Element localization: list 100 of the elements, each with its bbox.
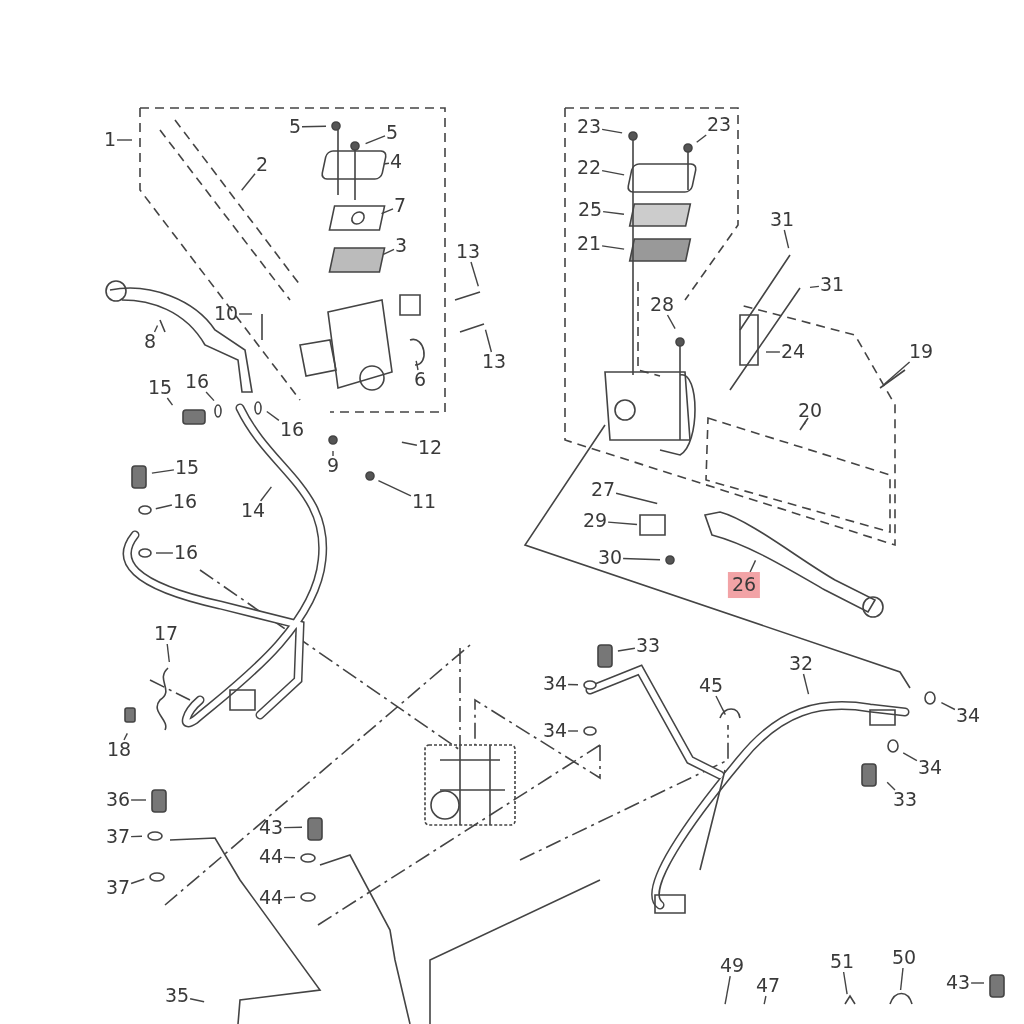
callout-number: 31 (818, 275, 846, 295)
callout-number: 16 (183, 372, 211, 392)
callout-number: 24 (779, 342, 807, 362)
callout-number: 11 (410, 492, 438, 512)
leader-line (123, 732, 128, 741)
leader-line (666, 314, 676, 330)
callout-number: 27 (589, 480, 617, 500)
leader-line (622, 557, 661, 561)
leader-line (166, 643, 170, 663)
leader-line (364, 135, 386, 145)
callout-number: 3 (393, 236, 409, 256)
callout-number: 34 (541, 674, 569, 694)
leader-line (617, 647, 636, 652)
callout-number: 9 (325, 456, 341, 476)
callout-number: 50 (890, 948, 918, 968)
leader-line (567, 683, 579, 686)
callout-number: 15 (173, 458, 201, 478)
callout-number: 23 (705, 115, 733, 135)
leader-line (607, 521, 638, 526)
callout-number: 13 (454, 242, 482, 262)
leader-line (259, 486, 273, 502)
callout-number: 43 (944, 973, 972, 993)
callout-number: 26 (727, 572, 761, 598)
callout-number: 13 (480, 352, 508, 372)
callout-number: 10 (212, 304, 240, 324)
callout-number: 6 (412, 370, 428, 390)
leader-line (970, 982, 985, 984)
callout-number: 22 (575, 158, 603, 178)
leader-line (189, 998, 205, 1003)
callout-number: 49 (718, 956, 746, 976)
callout-number: 35 (163, 986, 191, 1006)
leader-line (602, 210, 625, 215)
callout-number: 33 (634, 636, 662, 656)
leader-line (301, 125, 327, 128)
callout-number: 5 (287, 117, 303, 137)
callout-number: 17 (152, 624, 180, 644)
callout-number: 29 (581, 511, 609, 531)
leader-line (802, 673, 810, 695)
leader-line (783, 229, 790, 249)
leader-line (601, 245, 625, 250)
leader-line (166, 397, 174, 406)
callout-number: 18 (105, 740, 133, 760)
leader-line (765, 351, 781, 353)
callout-number: 44 (257, 847, 285, 867)
leader-line (377, 479, 412, 497)
leader-line (241, 173, 256, 191)
leader-line (283, 826, 303, 829)
callout-number: 34 (916, 758, 944, 778)
leader-line (130, 835, 143, 838)
callout-number: 45 (697, 676, 725, 696)
callout-number: 14 (239, 501, 267, 521)
leader-line (470, 261, 479, 287)
callout-number: 15 (146, 378, 174, 398)
leader-line (696, 134, 707, 143)
callout-number: 7 (392, 196, 408, 216)
callout-number: 20 (796, 401, 824, 421)
callout-number: 8 (142, 332, 158, 352)
callout-number: 34 (541, 721, 569, 741)
leader-line (238, 313, 253, 315)
callout-number: 36 (104, 790, 132, 810)
leader-line (382, 248, 395, 256)
callout-number: 5 (384, 123, 400, 143)
leader-line (116, 139, 133, 141)
leader-line (899, 967, 904, 991)
leader-line (883, 361, 911, 385)
leader-line (803, 420, 807, 426)
leader-line (415, 360, 419, 371)
callout-number: 16 (172, 543, 200, 563)
leader-line (205, 391, 215, 402)
leader-line (615, 492, 658, 505)
callout-number: 37 (104, 827, 132, 847)
callout-number: 1 (102, 130, 118, 150)
leader-line (724, 975, 731, 1005)
leader-line (283, 896, 296, 899)
leader-line (842, 971, 848, 995)
callout-number: 12 (416, 438, 444, 458)
callout-number: 19 (907, 342, 935, 362)
leader-line (380, 208, 394, 215)
callout-number: 43 (257, 818, 285, 838)
leader-line (155, 552, 174, 554)
leader-line (567, 730, 579, 732)
callout-number: 32 (787, 654, 815, 674)
leader-line (940, 702, 956, 711)
callout-number: 31 (768, 210, 796, 230)
leader-line (715, 695, 726, 716)
leader-line (809, 285, 820, 289)
leader-line (383, 162, 390, 165)
leader-line (266, 410, 280, 422)
leader-line (749, 559, 757, 573)
callout-number: 4 (388, 152, 404, 172)
callout-number: 37 (104, 878, 132, 898)
callout-number: 34 (954, 706, 982, 726)
callout-number: 28 (648, 295, 676, 315)
leader-line (130, 878, 145, 885)
leader-line (283, 856, 296, 859)
leader-line (155, 504, 173, 510)
callout-number: 25 (576, 200, 604, 220)
callout-number: 33 (891, 790, 919, 810)
leader-line (763, 995, 767, 1005)
leader-line (886, 781, 896, 791)
